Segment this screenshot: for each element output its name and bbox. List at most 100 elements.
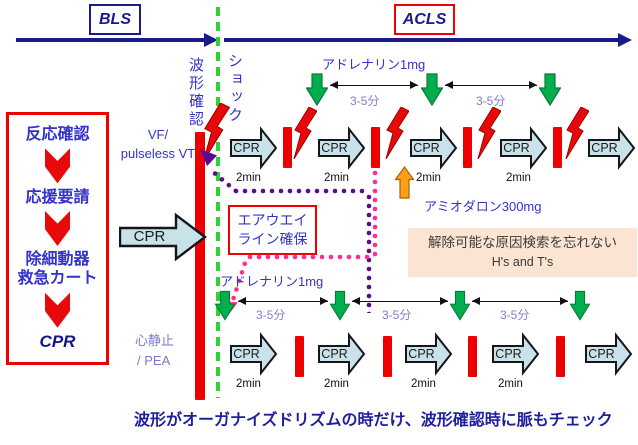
cpr-label: CPR: [321, 347, 348, 361]
checklist-step-3-line1: 除細動器: [25, 251, 90, 269]
cpr-duration: 2min: [324, 172, 349, 184]
epinephrine-arrow-icon: [306, 73, 328, 106]
interval-arrow: [238, 297, 328, 305]
waveform-check-label: 波形確認: [187, 57, 204, 129]
interval-arrow: [472, 297, 568, 305]
interval-arrow: [330, 81, 418, 89]
cpr-duration: 2min: [236, 172, 261, 184]
cpr-arrow-icon: [318, 126, 366, 170]
cpr-block: CPR: [585, 332, 633, 376]
cpr-label: CPR: [321, 141, 348, 155]
reversible-causes-box: 解除可能な原因検索を忘れない H's and T's: [408, 228, 637, 277]
shock-label: ショック: [226, 53, 243, 125]
bls-checklist-box: 反応確認 応援要請 除細動器 救急カート CPR: [6, 112, 109, 365]
cpr-arrow-icon: [585, 332, 633, 376]
pea-rhythm-line1: 心静止: [135, 333, 175, 348]
shock-bolt-icon: [477, 107, 501, 159]
epinephrine-arrow-icon: [539, 73, 561, 106]
cpr-label: CPR: [495, 347, 522, 361]
cpr-duration: 2min: [411, 378, 436, 390]
rhythm-check-bar: [556, 336, 565, 377]
interval-arrow: [352, 297, 448, 305]
cpr-block: CPR: [500, 126, 548, 170]
pea-epinephrine-label: アドレナリン1mg: [220, 274, 324, 289]
timeline-acls-arrowhead-icon: [618, 33, 632, 47]
rhythm-check-bar: [283, 127, 292, 168]
vf-rhythm-label: VF/ pulseless VT: [110, 126, 206, 164]
checklist-step-2: 応援要請: [25, 188, 90, 206]
rhythm-check-bar: [463, 127, 472, 168]
airway-line2: ライン確保: [237, 231, 308, 247]
rhythm-check-bar: [468, 336, 477, 377]
rhythm-check-bar-main: [195, 132, 205, 400]
down-chevron-icon: [45, 210, 70, 246]
vf-epinephrine-label: アドレナリン1mg: [322, 57, 426, 72]
acls-box: ACLS: [394, 4, 455, 35]
interval-label: 3-5分: [500, 308, 530, 322]
checklist-step-4: CPR: [39, 331, 76, 351]
airway-line1: エアウエイ: [237, 212, 308, 229]
amiodarone-arrow-icon: [395, 166, 414, 199]
cpr-label: CPR: [588, 347, 615, 361]
cpr-duration: 2min: [324, 378, 349, 390]
cpr-arrow-icon: [230, 126, 278, 170]
shock-bolt-icon: [201, 103, 231, 161]
epinephrine-arrow-icon: [215, 289, 235, 322]
interval-label: 3-5分: [256, 308, 286, 322]
cpr-label: CPR: [233, 141, 260, 155]
epinephrine-arrow-icon: [450, 289, 470, 322]
timeline-bls-line: [16, 38, 204, 42]
cpr-duration: 2min: [506, 172, 531, 184]
interval-label: 3-5分: [382, 308, 412, 322]
bls-box: BLS: [89, 4, 141, 35]
cpr-label: CPR: [413, 141, 440, 155]
pea-to-vf-path: [232, 188, 368, 194]
interval-arrow: [445, 81, 537, 89]
timeline-bls-arrowhead-icon: [204, 33, 218, 47]
reversible-causes-line1: 解除可能な原因検索を忘れない: [428, 235, 617, 250]
timeline-acls-line: [224, 38, 620, 42]
cpr-block: CPR: [492, 332, 540, 376]
epinephrine-arrow-icon: [421, 73, 443, 106]
rhythm-check-bar: [553, 127, 562, 168]
shock-bolt-icon: [565, 107, 589, 159]
cpr-block: CPR: [588, 126, 636, 170]
cpr-arrow-icon: [405, 332, 453, 376]
cpr-arrow-icon: [119, 212, 207, 262]
cpr-label: CPR: [133, 228, 166, 245]
vf-rhythm-line2: pulseless VT: [120, 145, 196, 161]
cpr-block: CPR: [410, 126, 458, 170]
cpr-duration: 2min: [416, 172, 441, 184]
checklist-step-3-line2: 救急カート: [17, 270, 98, 288]
cpr-block: CPR: [230, 126, 278, 170]
cpr-arrow-icon: [492, 332, 540, 376]
down-chevron-icon: [45, 292, 70, 328]
footnote: 波形がオーガナイズドリズムの時だけ、波形確認時に脈もチェック: [134, 412, 613, 429]
shock-bolt-icon: [385, 107, 409, 159]
rhythm-check-divider-line: [216, 7, 220, 398]
cpr-arrow-icon: [500, 126, 548, 170]
vf-to-pea-path: [372, 169, 378, 259]
shock-bolt-icon: [293, 107, 317, 159]
cpr-label: CPR: [408, 347, 435, 361]
cpr-duration: 2min: [236, 378, 261, 390]
checklist-step-3: 除細動器 救急カート: [17, 250, 97, 288]
cpr-label: CPR: [233, 347, 260, 361]
cpr-duration: 2min: [498, 378, 523, 390]
amiodarone-label: アミオダロン300mg: [424, 199, 542, 214]
checklist-step-1: 反応確認: [25, 126, 90, 143]
down-chevron-icon: [45, 148, 70, 184]
bls-cpr-arrow: CPR: [119, 211, 207, 263]
interval-label: 3-5分: [350, 94, 380, 108]
cpr-block: CPR: [318, 332, 366, 376]
pea-rhythm-line2: / PEA: [137, 352, 171, 368]
rhythm-check-bar: [383, 336, 392, 377]
cpr-block: CPR: [230, 332, 278, 376]
cpr-arrow-icon: [588, 126, 636, 170]
pea-to-vf-path: [366, 193, 372, 313]
rhythm-check-bar: [371, 127, 380, 168]
cpr-label: CPR: [503, 141, 530, 155]
acls-label: ACLS: [402, 10, 447, 28]
airway-box: エアウエイ ライン確保: [228, 205, 317, 255]
